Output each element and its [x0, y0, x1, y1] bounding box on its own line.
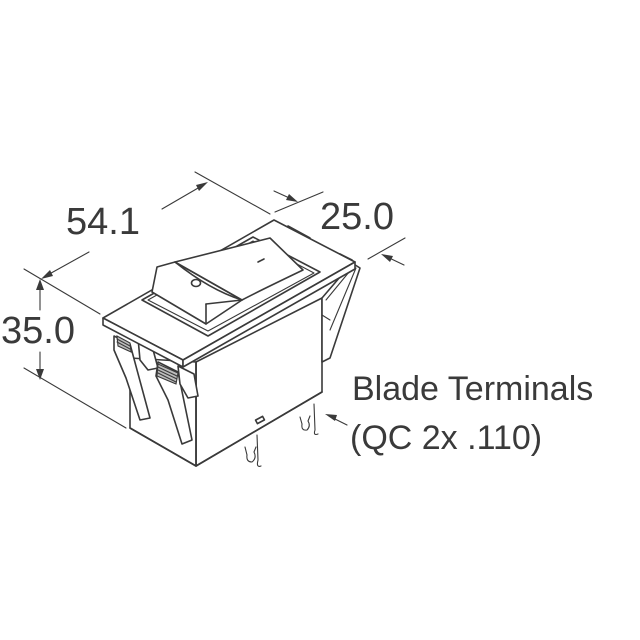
- callout-leader: [325, 414, 348, 426]
- rocker-actuator: [151, 237, 304, 325]
- dimension-35-0: [23, 279, 127, 429]
- dimension-25-0: [273, 190, 406, 266]
- callout-label-line2: (QC 2x .110): [350, 419, 543, 457]
- blade-terminals: [244, 403, 319, 467]
- dimension-label-width: 25.0: [320, 196, 394, 238]
- off-indicator-icon: [190, 278, 202, 288]
- dimension-label-height: 35.0: [1, 310, 75, 352]
- front-terminals: [113, 335, 199, 445]
- dimension-label-length: 54.1: [66, 201, 140, 243]
- on-indicator-icon: [257, 258, 265, 263]
- callout-label-line1: Blade Terminals: [352, 370, 594, 408]
- dimension-54-1: [23, 171, 271, 315]
